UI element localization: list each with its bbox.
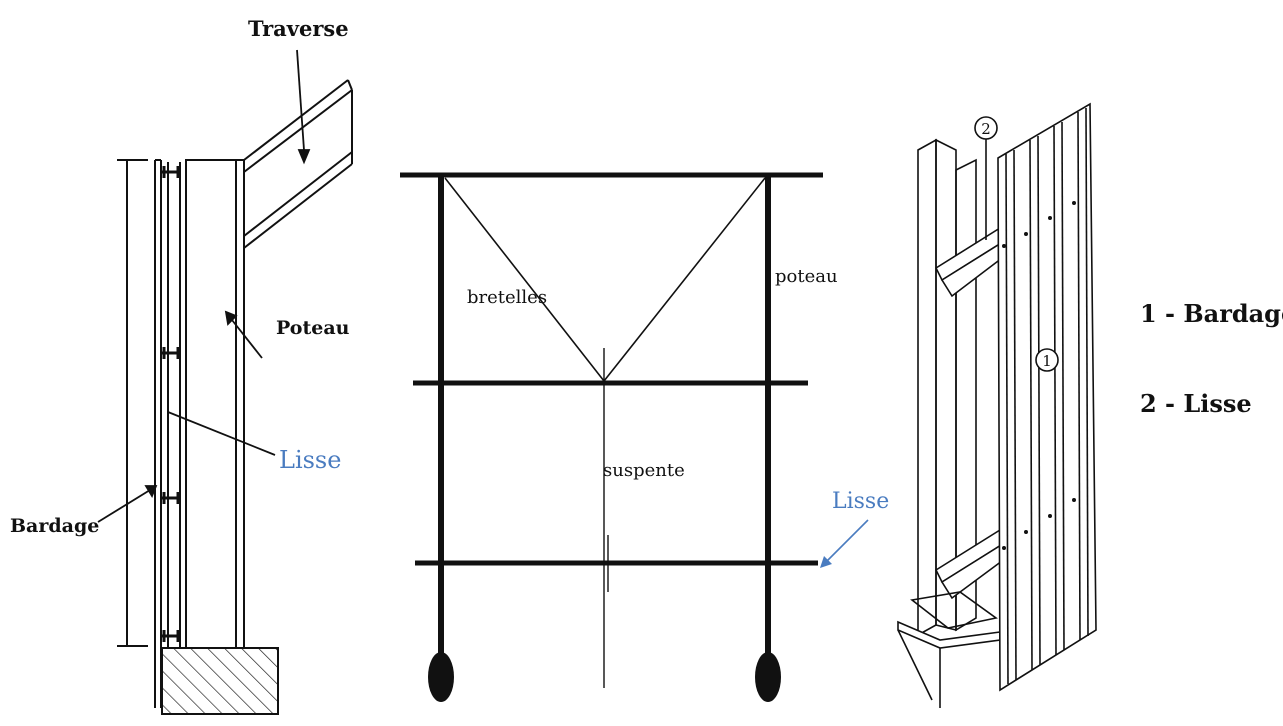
rail-section-2 <box>162 347 180 359</box>
foundation-hatched-block <box>161 647 279 715</box>
traverse-beam <box>243 79 353 249</box>
lisse-label-middle: Lisse <box>832 489 889 514</box>
bretelles-braces <box>444 177 766 382</box>
isometric-lisse-lower <box>934 528 1008 600</box>
marker-1-circle <box>1035 348 1059 372</box>
marker-2-number: 2 <box>981 120 991 138</box>
marker-1-number: 1 <box>1042 352 1052 370</box>
sheet-fasteners <box>1002 201 1076 550</box>
poteau-label-middle: poteau <box>775 266 838 287</box>
legend-item-bardage: 1 - Bardage <box>1140 299 1283 328</box>
lisse-label-left: Lisse <box>279 446 341 474</box>
bardage-label: Bardage <box>10 515 99 537</box>
poteau-label: Poteau <box>276 317 350 339</box>
poteau-column <box>185 159 245 649</box>
legend-item-lisse: 2 - Lisse <box>1140 389 1252 418</box>
suspente-label: suspente <box>603 460 685 481</box>
rail-section-1 <box>162 166 180 178</box>
rail-section-3 <box>162 492 180 504</box>
middle-elevation-figure <box>400 172 869 702</box>
lisse-profiles <box>162 162 181 648</box>
isometric-base <box>897 591 1001 708</box>
left-section-figure <box>97 49 353 715</box>
right-isometric-figure <box>897 102 1097 708</box>
rail-lines <box>400 172 823 566</box>
post-foot-left <box>428 652 454 702</box>
leader-lines <box>97 49 311 523</box>
rail-section-4 <box>162 630 180 642</box>
posts <box>438 175 771 660</box>
post-foot-right <box>755 652 781 702</box>
height-dimension-line <box>117 159 148 647</box>
bretelles-label: bretelles <box>467 287 547 308</box>
isometric-bardage-sheet <box>997 102 1097 692</box>
traverse-label: Traverse <box>248 16 349 41</box>
isometric-lisse-upper <box>934 226 1008 298</box>
suspente-hanger <box>603 348 609 688</box>
bardage-sheet <box>154 159 162 708</box>
isometric-post <box>917 138 977 637</box>
lisse-arrow <box>820 519 869 568</box>
